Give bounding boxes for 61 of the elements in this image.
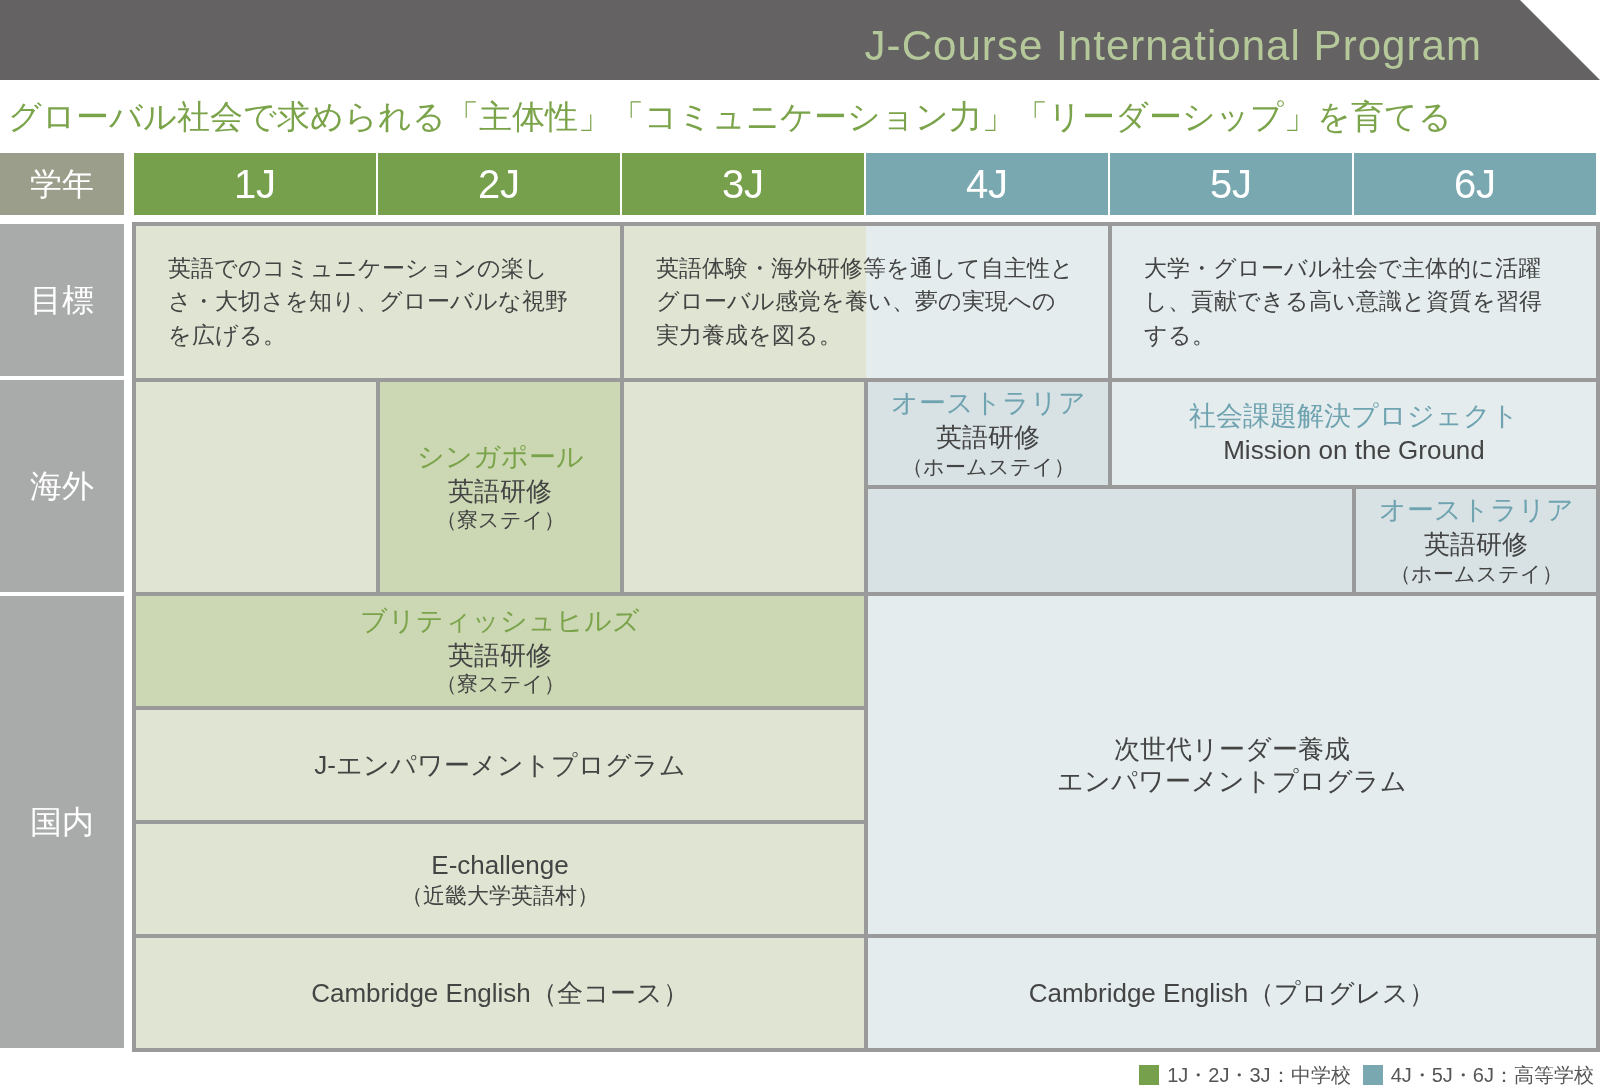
legend-text: 4J・5J・6J：高等学校 bbox=[1390, 1063, 1594, 1088]
cell-text: Mission on the Ground bbox=[1223, 434, 1485, 467]
row-header-cell bbox=[0, 153, 124, 215]
program-cell bbox=[134, 936, 866, 1050]
program-cell bbox=[866, 594, 1598, 936]
cell-text: 次世代リーダー養成 bbox=[1114, 732, 1350, 765]
cell-text: （ホームステイ） bbox=[1389, 560, 1563, 587]
row-header-cell bbox=[0, 224, 124, 376]
cell-text: Cambridge English（プログレス） bbox=[1028, 976, 1436, 1010]
cell-text: （寮ステイ） bbox=[435, 507, 565, 533]
program-cell bbox=[134, 822, 866, 936]
grade-header-cell bbox=[378, 153, 622, 215]
cell-text: 1J bbox=[233, 161, 277, 208]
cell-text: 6J bbox=[1453, 161, 1497, 208]
cell-text: 英語研修 bbox=[448, 638, 552, 671]
program-cell bbox=[134, 594, 866, 708]
row-header-cell bbox=[0, 380, 124, 592]
cell-text: 英語でのコミュニケーションの楽しさ・大切さを知り、グローバルな視野を広げる。 bbox=[168, 254, 569, 350]
cell-text: 英語体験・海外研修等を通して自主性とグローバル感覚を養い、夢の実現への実力養成を図る。 bbox=[656, 254, 1075, 350]
cell-text: オーストラリア bbox=[1378, 494, 1574, 528]
grade-header-cell bbox=[622, 153, 866, 215]
goal-cell bbox=[1110, 224, 1598, 380]
program-cell bbox=[134, 708, 866, 822]
cell-text: 社会課題解決プロジェクト bbox=[1189, 400, 1519, 434]
grade-header-cell bbox=[1110, 153, 1354, 215]
cell-text: 海外 bbox=[30, 467, 94, 506]
cell-text: （ホームステイ） bbox=[901, 453, 1075, 480]
cell-text: （寮ステイ） bbox=[435, 671, 565, 697]
row-header-cell bbox=[0, 596, 124, 1048]
cell-text: 英語研修 bbox=[936, 421, 1040, 454]
cell-text: （近畿大学英語村） bbox=[401, 881, 599, 909]
cell-text: J-エンパワーメントプログラム bbox=[314, 748, 686, 782]
cell-text: Cambridge English（全コース） bbox=[311, 976, 689, 1010]
program-cell bbox=[378, 380, 622, 594]
subtitle: グローバル社会で求められる「主体性」「コミュニケーション力」「リーダーシップ」を育てる bbox=[8, 97, 1452, 137]
cell-text: ブリティッシュヒルズ bbox=[360, 604, 640, 638]
program-cell bbox=[1110, 380, 1598, 487]
cell-text: シンガポール bbox=[416, 440, 584, 474]
goal-cell bbox=[622, 224, 1110, 380]
title: J-Course International Program bbox=[864, 21, 1482, 71]
cell-text: E-challenge bbox=[431, 849, 569, 882]
cell-text: 英語研修 bbox=[1424, 528, 1528, 561]
cell-text: 3J bbox=[721, 161, 765, 208]
program-cell bbox=[866, 380, 1110, 487]
program-cell bbox=[1354, 487, 1598, 594]
cell-text: 5J bbox=[1209, 161, 1253, 208]
legend-text: 1J・2J・3J：中学校 bbox=[1167, 1063, 1351, 1088]
cell-text: 4J bbox=[965, 161, 1009, 208]
cell-text: 国内 bbox=[30, 803, 94, 842]
cell-text: 大学・グローバル社会で主体的に活躍し、貢献できる高い意識と資質を習得する。 bbox=[1144, 254, 1543, 350]
grade-header-cell bbox=[866, 153, 1110, 215]
cell-text: 英語研修 bbox=[448, 474, 552, 507]
cell-text: エンパワーメントプログラム bbox=[1057, 765, 1407, 798]
cell-text: 目標 bbox=[30, 281, 94, 320]
goal-cell bbox=[134, 224, 622, 380]
cell-text: 学年 bbox=[30, 165, 94, 204]
cell-text: オーストラリア bbox=[890, 387, 1086, 421]
cell-text: 2J bbox=[477, 161, 521, 208]
program-cell bbox=[866, 936, 1598, 1050]
grade-header-cell bbox=[1354, 153, 1598, 215]
grade-header-cell bbox=[134, 153, 378, 215]
